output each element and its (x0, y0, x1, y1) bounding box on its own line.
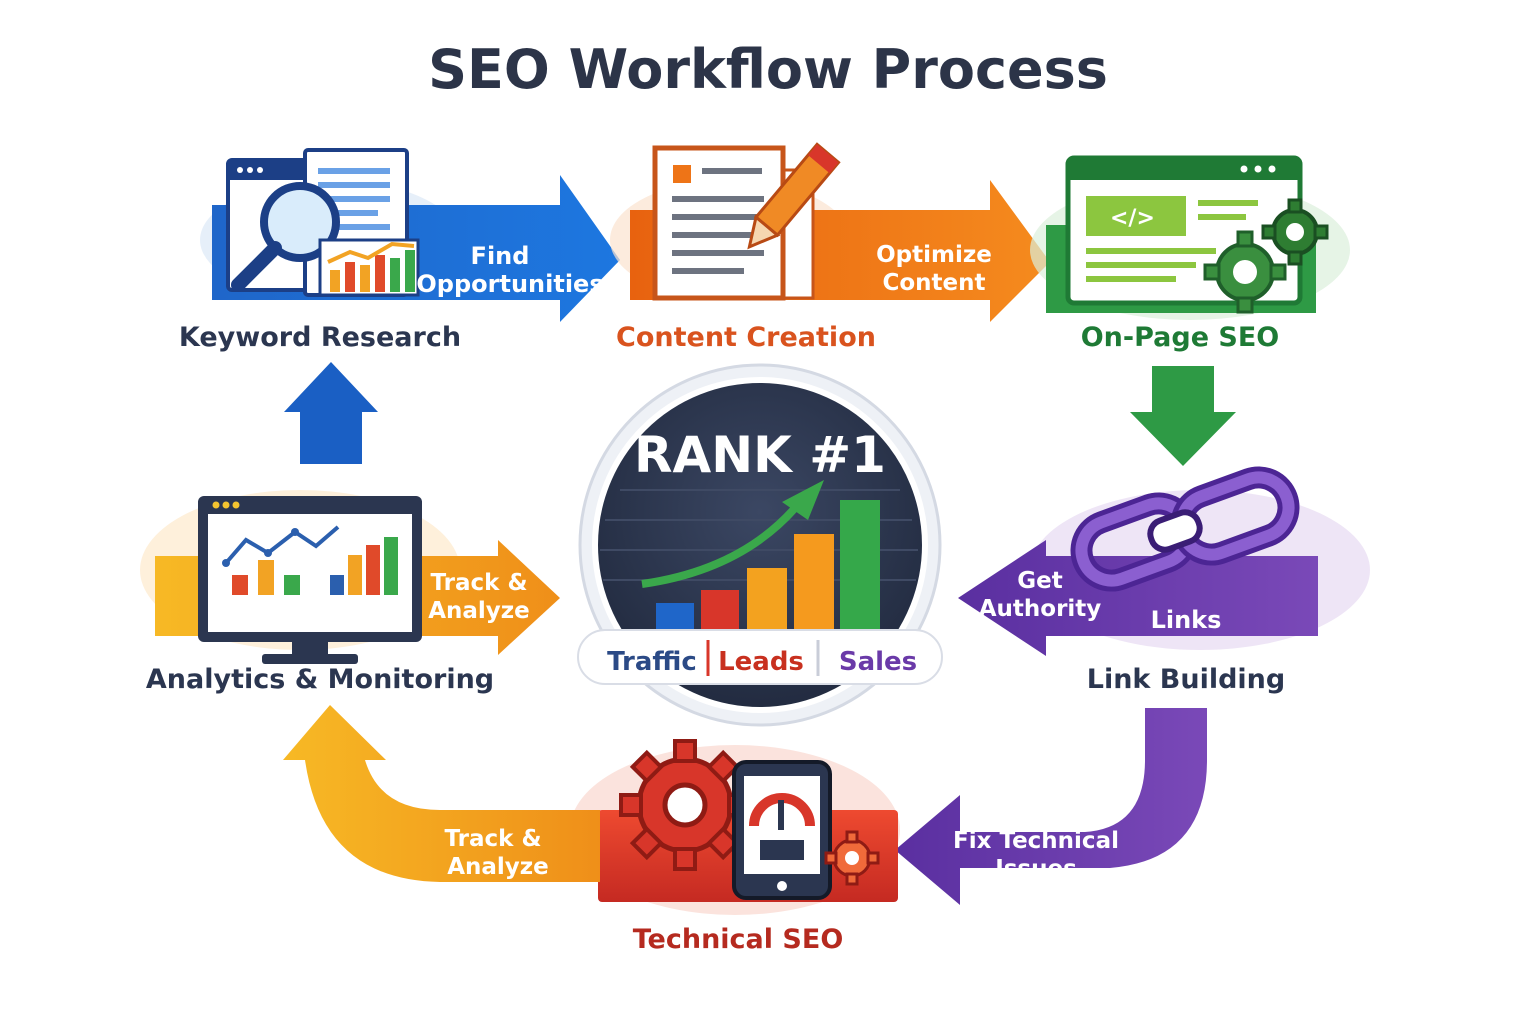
document-pencil-icon (652, 142, 841, 301)
get-authority-arrow (958, 540, 1318, 656)
track-analyze-bottom-arrow (283, 705, 600, 882)
rising-bar-chart-arrow-icon (641, 480, 880, 633)
optimize-content-line1: Optimize (876, 242, 992, 268)
chain-link-icon (1070, 466, 1300, 592)
page-title: SEO Workflow Process (428, 38, 1108, 101)
fix-technical-line1: Fix Technical (953, 828, 1119, 854)
fix-technical-line2: Issues (995, 856, 1077, 882)
monitor-chart-icon (198, 496, 422, 664)
find-opportunities-line1: Find (471, 242, 530, 270)
up-arrow-blue (284, 362, 378, 464)
magnifier-document-chart-icon (226, 148, 420, 297)
analytics-step: Track & Analyze Analytics & Monitoring (140, 362, 560, 695)
track-analyze-bottom-line2: Analyze (447, 854, 549, 880)
pill-leads: Leads (718, 647, 804, 677)
links-banner-text: Links (1151, 606, 1222, 634)
on-page-seo-label: On-Page SEO (1081, 322, 1280, 353)
svg-text:</>: </> (1110, 206, 1155, 231)
content-creation-step: Optimize Content Content Creation (610, 142, 1050, 353)
pill-sales: Sales (839, 647, 917, 677)
technical-seo-label: Technical SEO (633, 924, 844, 955)
keyword-research-label: Keyword Research (179, 322, 461, 353)
track-analyze-line1: Track & (430, 570, 527, 596)
keyword-research-step: Find Opportunities Keyword Research (179, 148, 620, 353)
pill-traffic: Traffic (607, 647, 697, 677)
optimize-content-line2: Content (882, 270, 985, 296)
rank-center: RANK #1 Traffic Leads Sales (577, 363, 943, 727)
get-authority-line1: Get (1017, 568, 1062, 594)
link-building-label: Link Building (1087, 664, 1285, 695)
browser-code-gears-icon: </> (1046, 155, 1329, 314)
analytics-label: Analytics & Monitoring (146, 664, 494, 695)
get-authority-line2: Authority (979, 596, 1102, 622)
content-creation-label: Content Creation (616, 322, 876, 353)
link-building-step: Get Authority Links Link Building (958, 466, 1370, 695)
down-arrow-green (1130, 366, 1236, 466)
fix-technical-issues-arrow (895, 708, 1207, 905)
track-analyze-line2: Analyze (428, 598, 530, 624)
metrics-pill-bar (577, 629, 943, 685)
rank-headline: RANK #1 (634, 426, 886, 484)
on-page-seo-step: </> (1030, 155, 1350, 466)
track-analyze-bottom-line1: Track & (444, 826, 541, 852)
technical-seo-step: Technical SEO (570, 739, 900, 955)
gear-tablet-gauge-icon (619, 739, 880, 900)
find-opportunities-line2: Opportunities (416, 270, 603, 298)
